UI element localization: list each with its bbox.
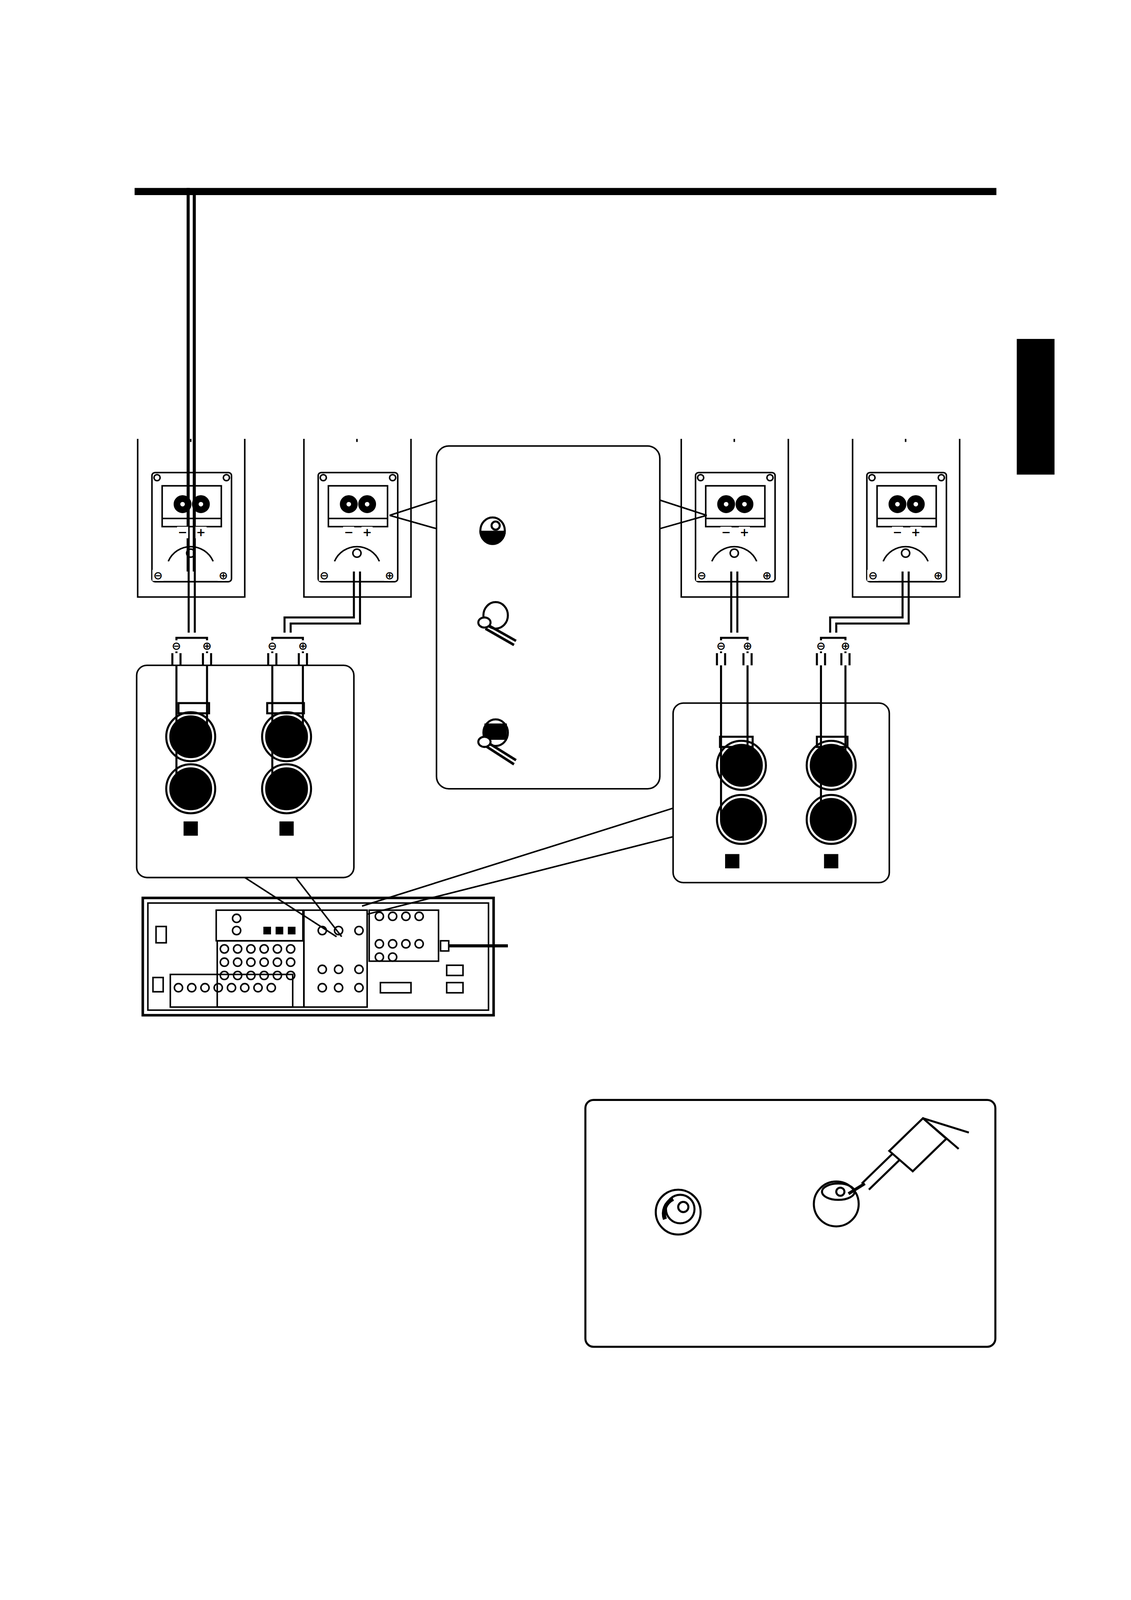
- speaker-wire: [172, 189, 212, 795]
- terminal-sign: −: [720, 526, 732, 538]
- callout-pointer: [389, 499, 707, 529]
- speaker-rear: [137, 438, 245, 597]
- terminal-sign: ⊕: [201, 639, 213, 651]
- receiver-rear-panel: [142, 897, 508, 1015]
- terminal-sign: −: [891, 526, 904, 538]
- terminal-sign: ⊕: [932, 569, 944, 581]
- callout-box: [436, 445, 660, 789]
- terminal-steps: [478, 517, 516, 764]
- note-box: [585, 1099, 996, 1347]
- terminal-sign: +: [361, 526, 373, 538]
- speaker-wires: [172, 189, 909, 823]
- terminal-sign: ⊕: [839, 639, 852, 651]
- terminal-sign: ⊕: [297, 639, 309, 651]
- header-rule: [134, 187, 997, 196]
- receiver-jacks: [717, 736, 856, 868]
- terminal-sign: ⊖: [152, 569, 164, 581]
- speaker-rear: [852, 438, 960, 597]
- terminal-sign: ⊖: [170, 639, 182, 651]
- terminal-sign: ⊖: [715, 639, 727, 651]
- terminal-sign: −: [343, 526, 355, 538]
- terminal-sign: ⊖: [867, 569, 879, 581]
- terminal-sign: +: [910, 526, 922, 538]
- terminal-sign: +: [195, 526, 207, 538]
- terminal-sign: ⊕: [742, 639, 754, 651]
- terminal-sign: ⊖: [815, 639, 827, 651]
- terminal-sign: ⊖: [696, 569, 708, 581]
- side-tab: [1016, 338, 1055, 475]
- terminal-sign: ⊕: [384, 569, 396, 581]
- speaker-rear: [303, 438, 412, 597]
- terminal-sign: ⊖: [266, 639, 278, 651]
- leader-line: [244, 807, 674, 937]
- terminal-inset: [136, 665, 354, 878]
- terminal-sign: ⊕: [217, 569, 229, 581]
- terminal-sign: +: [738, 526, 750, 538]
- terminal-sign: −: [177, 526, 189, 538]
- receiver-jacks: [166, 702, 311, 835]
- terminal-sign: ⊖: [318, 569, 330, 581]
- terminal-knobs: [655, 1118, 969, 1235]
- terminal-sign: ⊕: [761, 569, 773, 581]
- terminal-inset: [673, 702, 890, 883]
